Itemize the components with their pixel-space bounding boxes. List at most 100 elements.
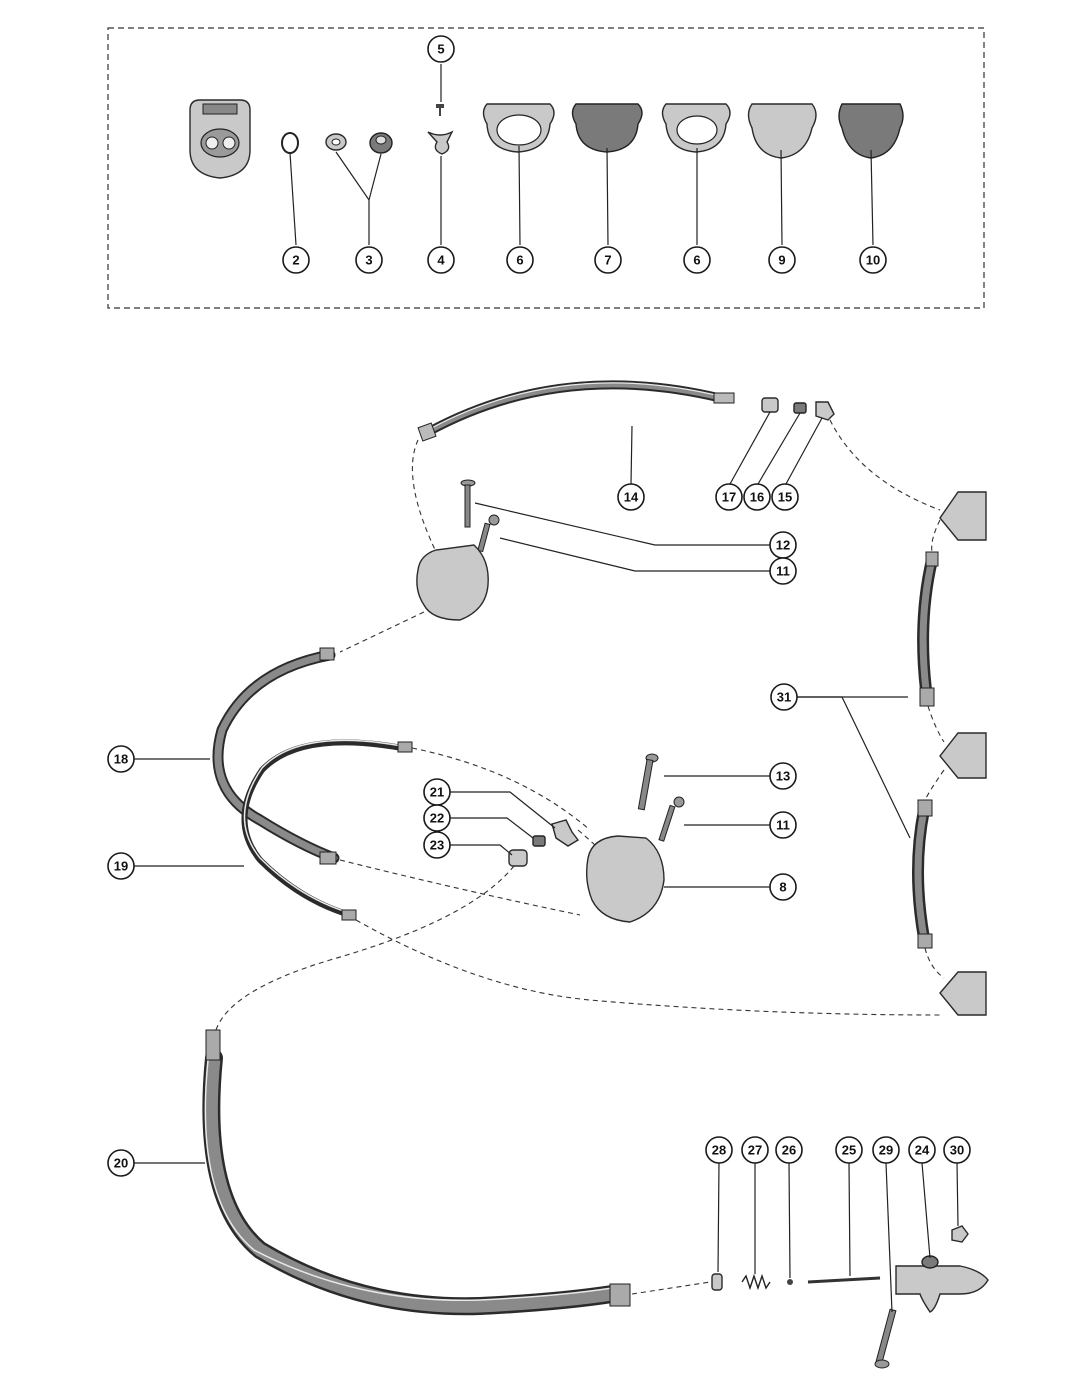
callout-6a: 6	[506, 246, 534, 274]
kit-box	[107, 27, 985, 309]
pump-body-part	[189, 99, 251, 179]
callout-9: 9	[768, 246, 796, 274]
svg-text:29: 29	[879, 1143, 893, 1158]
pump-cover-upper	[416, 544, 489, 621]
callout-4: 4	[427, 246, 455, 274]
valve-part	[325, 132, 393, 154]
cover-part	[838, 103, 904, 159]
svg-text:6: 6	[693, 253, 700, 268]
callout-18: 18	[107, 745, 135, 773]
callout-29: 29	[872, 1136, 900, 1164]
callout-10: 10	[859, 246, 887, 274]
svg-text:25: 25	[842, 1143, 856, 1158]
svg-text:19: 19	[114, 859, 128, 874]
callout-2: 2	[282, 246, 310, 274]
valve-body-24	[895, 1255, 989, 1313]
svg-text:27: 27	[748, 1143, 762, 1158]
gasket-part	[482, 103, 555, 153]
svg-text:11: 11	[776, 818, 790, 833]
callout-3: 3	[355, 246, 383, 274]
connector-bottom-right	[939, 971, 987, 1016]
svg-text:26: 26	[782, 1143, 796, 1158]
fitting-16	[793, 402, 807, 414]
elbow-21	[551, 819, 580, 847]
diaphragm-part	[571, 103, 643, 153]
svg-text:9: 9	[778, 253, 785, 268]
svg-text:3: 3	[365, 253, 372, 268]
svg-text:24: 24	[915, 1143, 930, 1158]
gasket-part-2	[661, 103, 731, 153]
needle-25	[807, 1276, 881, 1284]
callout-20: 20	[107, 1149, 135, 1177]
o-ring-part	[281, 132, 299, 154]
fitting-17	[761, 397, 779, 413]
callout-22: 22	[423, 804, 451, 832]
svg-text:6: 6	[516, 253, 523, 268]
part-26	[787, 1279, 793, 1285]
screw-part	[436, 104, 444, 116]
callout-8: 8	[769, 873, 797, 901]
svg-text:28: 28	[712, 1143, 726, 1158]
hose-20	[202, 1029, 631, 1316]
callout-6b: 6	[683, 246, 711, 274]
retainer-part	[427, 130, 454, 155]
callout-25: 25	[835, 1136, 863, 1164]
hose-19	[241, 739, 413, 921]
svg-text:15: 15	[778, 490, 792, 505]
callout-15: 15	[771, 483, 799, 511]
spring-27	[741, 1273, 771, 1291]
svg-text:11: 11	[776, 564, 790, 579]
bolt-12	[460, 479, 476, 528]
svg-text:21: 21	[430, 785, 444, 800]
connector-mid-right	[939, 732, 987, 779]
svg-text:31: 31	[777, 690, 791, 705]
callout-17: 17	[715, 483, 743, 511]
callout-26: 26	[775, 1136, 803, 1164]
svg-text:30: 30	[950, 1143, 964, 1158]
svg-text:10: 10	[866, 253, 880, 268]
bolt-29	[874, 1308, 897, 1369]
callout-5: 5	[427, 35, 455, 63]
svg-text:5: 5	[437, 42, 444, 57]
callout-7: 7	[594, 246, 622, 274]
svg-text:20: 20	[114, 1156, 128, 1171]
hose-14	[417, 380, 735, 442]
svg-text:14: 14	[624, 490, 639, 505]
connector-top-right	[939, 491, 987, 541]
callout-13: 13	[769, 762, 797, 790]
callout-31: 31	[770, 683, 798, 711]
svg-text:23: 23	[430, 838, 444, 853]
callout-12: 12	[769, 531, 797, 559]
callout-11-upper: 11	[769, 557, 797, 585]
callout-30: 30	[943, 1136, 971, 1164]
callout-11-lower: 11	[769, 811, 797, 839]
svg-text:16: 16	[750, 490, 764, 505]
callout-14: 14	[617, 483, 645, 511]
svg-text:13: 13	[776, 769, 790, 784]
pump-cover-lower	[585, 835, 665, 923]
svg-text:4: 4	[437, 253, 445, 268]
svg-text:17: 17	[722, 490, 736, 505]
bolt-13	[637, 753, 659, 811]
callout-19: 19	[107, 852, 135, 880]
fitting-15	[815, 401, 835, 421]
svg-text:18: 18	[114, 752, 128, 767]
part-28	[711, 1273, 723, 1291]
bolt-11-upper	[477, 514, 500, 553]
hose-31	[912, 551, 939, 949]
callout-23: 23	[423, 831, 451, 859]
callout-28: 28	[705, 1136, 733, 1164]
svg-text:8: 8	[779, 880, 786, 895]
svg-text:22: 22	[430, 811, 444, 826]
plate-part	[747, 103, 817, 159]
callout-16: 16	[743, 483, 771, 511]
bolt-11-lower	[658, 796, 685, 842]
fitting-22	[532, 835, 546, 847]
callout-21: 21	[423, 778, 451, 806]
hose-18	[212, 647, 340, 865]
callout-24: 24	[908, 1136, 936, 1164]
svg-text:2: 2	[292, 253, 299, 268]
nut-30	[951, 1225, 969, 1243]
svg-text:7: 7	[604, 253, 611, 268]
